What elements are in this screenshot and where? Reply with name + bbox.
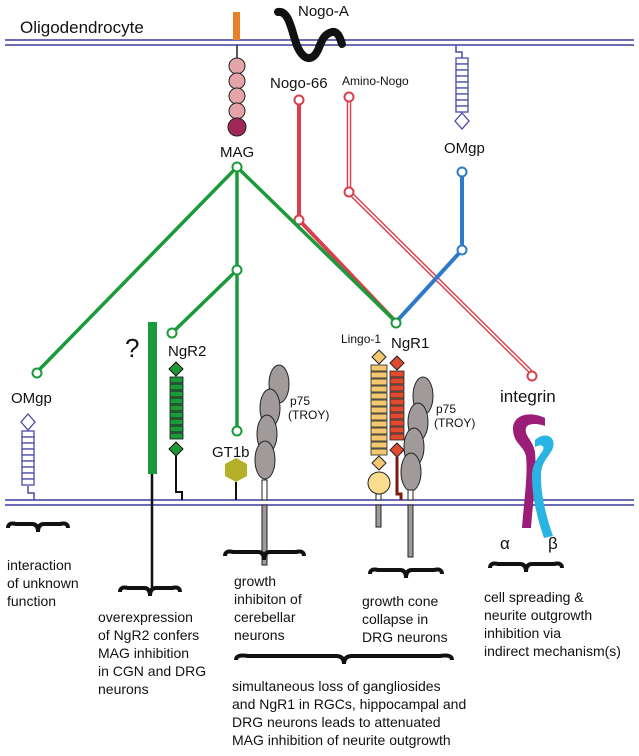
caption-drg-collapse: growth cone collapse in DRG neurons [362,593,448,645]
brace-5 [488,561,564,573]
nogo-a-squiggle [274,8,346,62]
caption-interaction: interaction of unknown function [7,557,83,609]
brace-4 [368,567,444,579]
ngr2-label: NgR2 [168,343,206,360]
caption-integrin: cell spreading & neurite outgrowth inhib… [484,589,621,659]
troy-label-b: (TROY) [434,416,475,430]
ngr1-molecule [389,355,405,500]
unknown-receptor-mark: ? [125,333,139,363]
caption-ngr2-overexpression: overexpression of NgR2 confers MAG inhib… [98,609,210,697]
troy-label-a: (TROY) [288,408,329,422]
brace-2 [118,585,182,597]
amino-nogo-label: Amino-Nogo [342,74,409,88]
brace-3 [223,549,306,561]
amino-nogo-connector [343,91,538,382]
omgp-connector [394,166,468,324]
omgp-left-molecule [20,413,36,500]
beta-label: β [548,534,558,553]
nogo-a-label: Nogo-A [298,3,349,20]
oligodendrocyte-label: Oligodendrocyte [20,18,144,37]
p75-molecule-a [254,364,290,566]
mag-connector [31,161,402,437]
gt1b-molecule [225,458,247,500]
ngr2-molecule [168,361,184,500]
p75-molecule-b [400,376,434,558]
p75-label-b: p75 [436,402,456,416]
caption-gangliosides: simultaneous loss of gangliosides and Ng… [232,678,470,748]
nogo-66-connector [293,94,398,324]
omgp-left-label: OMgp [11,390,52,407]
lingo1-label: Lingo-1 [341,332,381,346]
ngr1-label: NgR1 [391,335,429,352]
alpha-label: α [500,534,510,553]
lingo1-molecule [367,349,391,528]
omgp-top-label: OMgp [444,140,485,157]
gt1b-label: GT1b [212,444,250,461]
nogo-66-label: Nogo-66 [270,75,328,92]
integrin-label: integrin [500,387,556,406]
omgp-top-molecule [454,45,470,130]
mag-label: MAG [220,144,254,161]
p75-label-a: p75 [290,394,310,408]
unknown-receptor-bar [148,322,157,590]
mag-molecule [227,12,247,137]
caption-cerebellar: growth inhibiton of cerebellar neurons [234,573,306,643]
brace-1 [6,521,70,533]
brace-6 [234,653,454,665]
integrin-molecule [512,414,554,538]
